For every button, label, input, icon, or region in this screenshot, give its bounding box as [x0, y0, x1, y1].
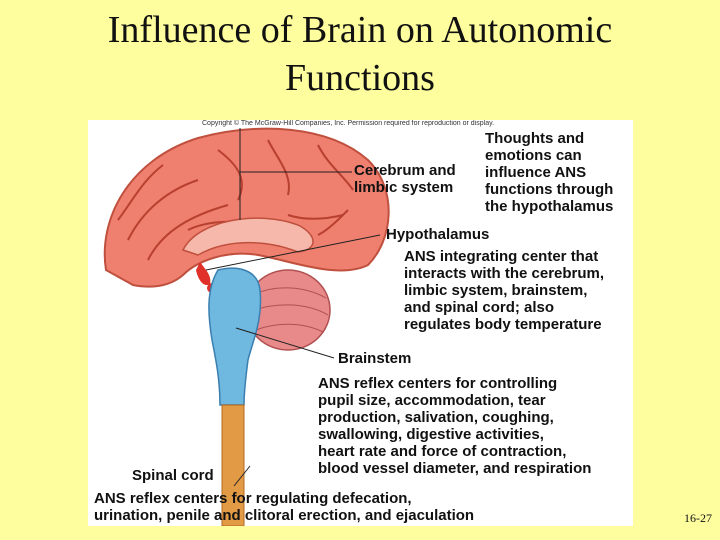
hypothalamus-description: ANS integrating center that interacts wi… — [404, 248, 605, 333]
thoughts-emotions-text: Thoughts and emotions can influence ANS … — [485, 130, 614, 215]
slide-title: Influence of Brain on Autonomic Function… — [0, 6, 720, 102]
brainstem-shape — [208, 267, 262, 406]
spinal-cord-label: Spinal cord — [132, 467, 214, 484]
brainstem-description: ANS reflex centers for controlling pupil… — [318, 375, 592, 477]
hypothalamus-label: Hypothalamus — [386, 226, 490, 243]
hypothalamus-shape — [196, 262, 211, 286]
brainstem-label: Brainstem — [338, 350, 412, 367]
leader-lines — [205, 128, 381, 487]
cerebrum-label: Cerebrum and limbic system — [354, 162, 456, 196]
copyright-notice: Copyright © The McGraw-Hill Companies, I… — [202, 120, 495, 127]
slide-number: 16-27 — [684, 511, 712, 525]
cerebrum-shape — [103, 127, 390, 288]
spinal-cord-description: ANS reflex centers for regulating defeca… — [94, 490, 475, 524]
brain-illustration — [103, 127, 390, 526]
slide-title-line-1: Influence of Brain on Autonomic — [107, 9, 613, 51]
limbic-system-shape — [181, 217, 314, 256]
spinal-cord-shape — [221, 404, 245, 526]
slide-title-line-2: Functions — [285, 57, 435, 99]
brain-diagram-figure: Copyright © The McGraw-Hill Companies, I… — [88, 120, 633, 526]
